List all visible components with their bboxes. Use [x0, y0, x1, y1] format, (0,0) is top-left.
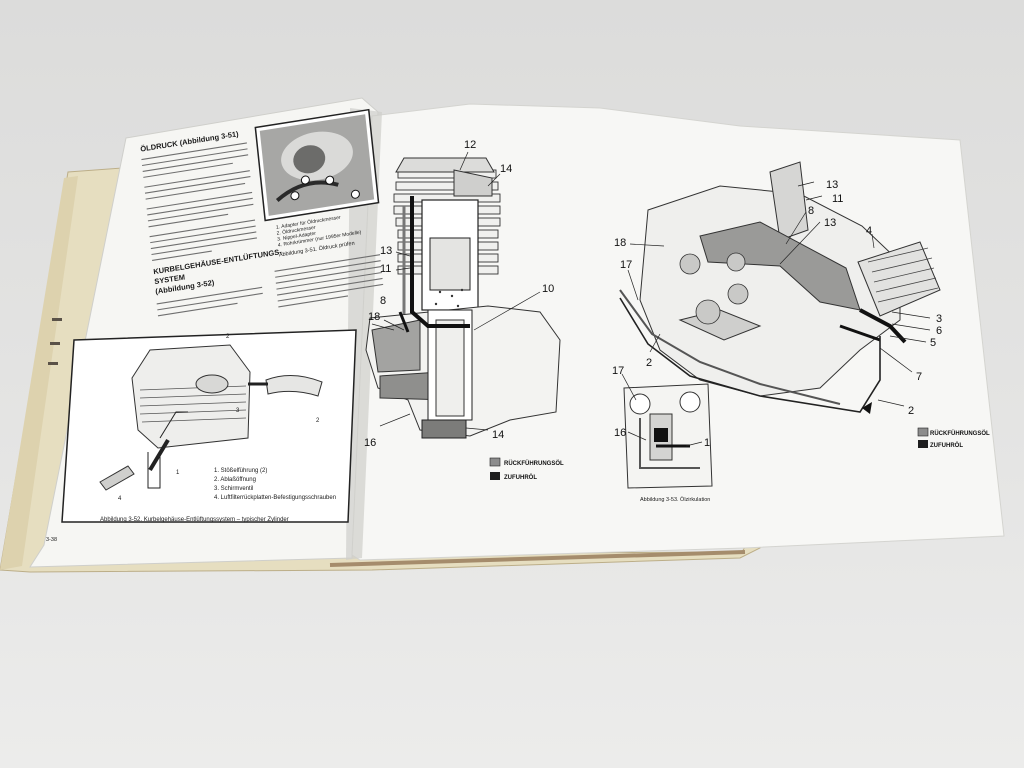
cyl-label-14-bottom: 14 [492, 429, 504, 441]
right-column-text [274, 254, 384, 308]
svg-text:2. Ablaßöffnung: 2. Ablaßöffnung [214, 477, 256, 483]
cyl-label-10: 10 [542, 283, 554, 295]
svg-text:2: 2 [316, 418, 320, 424]
gutter-shadow [346, 108, 382, 560]
figure-3-51: 1. Adapter für Öldruckmesser 2. Öldruckm… [254, 108, 384, 308]
case-label-7: 7 [916, 371, 922, 383]
legend-feed-oil: ZUFUHRÖL [504, 474, 537, 481]
cylinder-cross-section: 12 14 13 11 10 18 8 16 14 [364, 139, 561, 449]
detail-inset: 17 16 1 Abbildung 3-53. Ölzirkulation [612, 365, 713, 503]
case-label-11: 11 [832, 193, 843, 205]
case-label-17: 17 [620, 259, 632, 271]
caption-3-52: Abbildung 3-52. Kurbelgehäuse-Entlüftung… [100, 517, 289, 523]
book-cover-spine [0, 176, 78, 570]
cyl-label-13: 13 [380, 245, 392, 257]
case-label-6: 6 [936, 325, 942, 337]
cylinder-head-drawing: 2 2 3 1 4 [99, 334, 323, 502]
case-label-2-left: 2 [646, 357, 652, 369]
page-number: 3-38 [46, 537, 57, 543]
case-label-13-top: 13 [826, 179, 838, 191]
case-label-18: 18 [614, 237, 626, 249]
crankcase-cutaway: 13 11 8 13 4 18 17 2 3 6 5 7 2 [614, 161, 942, 417]
detail-label-16: 16 [614, 427, 626, 439]
detail-label-17: 17 [612, 365, 624, 377]
case-label-2-right: 2 [908, 405, 914, 417]
case-label-5: 5 [930, 337, 936, 349]
svg-text:3: 3 [236, 408, 240, 414]
breather-body-text [156, 286, 263, 317]
svg-text:4: 4 [118, 496, 122, 502]
legend-feed-oil-2: ZUFUHRÖL [930, 442, 963, 449]
svg-text:2: 2 [226, 334, 230, 340]
svg-text:3. Schirmventil: 3. Schirmventil [214, 486, 253, 492]
cyl-label-14-top: 14 [500, 163, 512, 175]
cyl-label-8: 8 [380, 295, 386, 307]
caption-3-53: Abbildung 3-53. Ölzirkulation [640, 496, 710, 503]
svg-text:4. Luftfilterrückplatten-Befe: 4. Luftfilterrückplatten-Befestigungssch… [214, 495, 336, 501]
detail-label-1: 1 [704, 437, 710, 449]
crankcase-legend: RÜCKFÜHRUNGSÖL ZUFUHRÖL [917, 427, 990, 449]
cyl-label-16: 16 [364, 437, 376, 449]
svg-text:1: 1 [176, 470, 180, 476]
svg-text:1. Stößelführung (2): 1. Stößelführung (2) [214, 468, 267, 474]
cyl-label-12: 12 [464, 139, 476, 151]
case-label-3: 3 [936, 313, 942, 325]
legend-return-oil: RÜCKFÜHRUNGSÖL [504, 460, 564, 467]
legend-3-52: 1. Stößelführung (2) 2. Ablaßöffnung 3. … [214, 468, 336, 501]
oil-pressure-body-text [141, 142, 257, 261]
spine-marks [48, 318, 62, 365]
figure-3-52: 2 2 3 1 4 1. Stößelführung (2) 2. Ablaßö… [61, 329, 357, 523]
case-label-13: 13 [824, 217, 836, 229]
cyl-label-18: 18 [368, 311, 380, 323]
legend-return-oil-2: RÜCKFÜHRUNGSÖL [930, 430, 990, 437]
cylinder-legend: RÜCKFÜHRUNGSÖL ZUFUHRÖL [489, 457, 564, 481]
case-label-4: 4 [866, 225, 872, 237]
oil-filter-drawing [857, 241, 941, 317]
case-label-8: 8 [808, 205, 814, 217]
cyl-label-11: 11 [380, 263, 391, 275]
